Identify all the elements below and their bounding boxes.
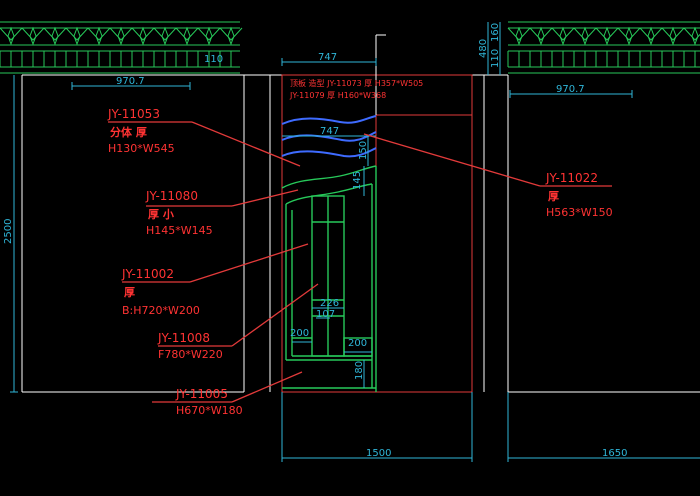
dim-107: 107 [316, 309, 335, 320]
label-code: JY-11008 [157, 331, 210, 345]
label-desc: 厚 [548, 190, 559, 203]
label-code: JY-11005 [175, 387, 228, 401]
callout-jy-11080: JY-11080 厚 小 H145*W145 [145, 189, 213, 237]
label-size: F780*W220 [158, 348, 223, 361]
dim-747-mid: 747 [320, 126, 339, 137]
note-top-line1: 顶板 造型 JY-11073 厚 H357*W505 [290, 78, 423, 88]
label-size: H130*W545 [108, 142, 175, 155]
callout-jy-11002: JY-11002 厚 B:H720*W200 [121, 267, 200, 317]
right-balustrade [507, 21, 700, 74]
dim-747-top: 747 [318, 52, 337, 63]
dim-110-right: 110 [490, 49, 501, 68]
label-desc: 分体 厚 [110, 125, 147, 139]
center-opening [244, 34, 508, 393]
dim-200-right: 200 [348, 338, 367, 349]
label-desc: 厚 小 [148, 207, 174, 221]
label-desc: 厚 [124, 286, 135, 299]
dim-150: 150 [358, 141, 369, 160]
label-size: B:H720*W200 [122, 304, 200, 317]
note-top-line2: JY-11079 厚 H160*W368 [289, 91, 386, 100]
left-wall-panel [21, 74, 245, 393]
right-wall-panel [484, 74, 700, 393]
label-code: JY-11080 [145, 189, 198, 203]
callout-jy-11053: JY-11053 分体 厚 H130*W545 [107, 107, 175, 155]
dim-226: 226 [320, 298, 339, 309]
dim-970-left: 970.7 [116, 76, 145, 87]
callout-jy-11005: JY-11005 H670*W180 [175, 387, 243, 417]
dim-1500-bottom: 1500 [366, 448, 391, 459]
dim-145: 145 [352, 171, 363, 190]
label-code: JY-11002 [121, 267, 174, 281]
callout-jy-11008: JY-11008 F780*W220 [157, 331, 223, 361]
dim-200-left: 200 [290, 328, 309, 339]
label-size: H145*W145 [146, 224, 213, 237]
dim-970-right: 970.7 [556, 84, 585, 95]
label-size: H563*W150 [546, 206, 613, 219]
callout-jy-11022: JY-11022 厚 H563*W150 [545, 171, 613, 219]
left-balustrade [0, 21, 243, 74]
decorative-frame [281, 165, 377, 392]
dim-180: 180 [354, 361, 365, 380]
dim-480-right: 480 [478, 39, 489, 58]
dim-160-right: 160 [490, 23, 501, 42]
label-size: H670*W180 [176, 404, 243, 417]
dim-2500-height: 2500 [3, 219, 14, 244]
dim-1650-bottom: 1650 [602, 448, 627, 459]
leader-lines [108, 121, 612, 403]
dimension-lines [10, 22, 700, 462]
label-code: JY-11022 [545, 171, 598, 185]
label-code: JY-11053 [107, 107, 160, 121]
dim-110-left: 110 [204, 54, 223, 65]
